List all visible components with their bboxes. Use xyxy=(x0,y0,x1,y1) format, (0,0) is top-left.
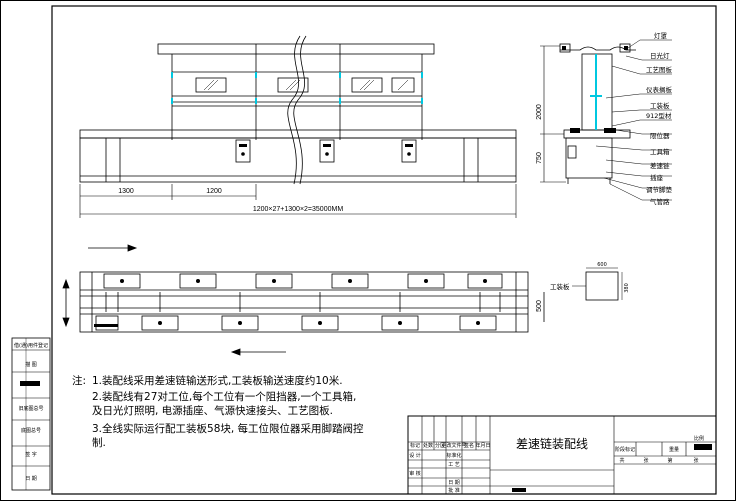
callout-socket: 插座 xyxy=(650,173,664,182)
callout-fluorescent: 日光灯 xyxy=(650,51,670,60)
front-dimensions xyxy=(79,184,517,218)
callout-instrument-shelf: 仪表搁板 xyxy=(646,85,673,94)
header-cell-0: 标记 xyxy=(410,442,420,449)
leader-lines xyxy=(595,39,672,201)
title-block-fills xyxy=(512,444,712,492)
workboard-detail xyxy=(572,267,623,301)
row-label-approve: 批 准 xyxy=(448,487,460,494)
row-label-design: 设 计 xyxy=(409,452,421,459)
callout-work-pallet: 工装板 xyxy=(650,101,670,110)
right-cell-stage: 阶段标记 xyxy=(615,446,635,453)
toolbox-handles xyxy=(239,144,413,156)
front-elevation xyxy=(79,43,517,183)
title-sheet-cells: 共 张 第 张 xyxy=(619,457,698,464)
dim-750: 750 xyxy=(536,152,543,164)
drawing-title: 差速链装配线 xyxy=(516,436,588,451)
strip-label-1: 描 图 xyxy=(25,361,37,368)
header-cell-2: 分区 xyxy=(435,442,445,449)
sheet-cell-1: 张 xyxy=(643,457,648,464)
workboard-height: 380 xyxy=(624,283,630,293)
row-label-standard: 标准化 xyxy=(446,452,461,459)
strip-label-2: 旧底图总号 xyxy=(18,405,43,412)
callout-toolbox: 工具箱 xyxy=(650,147,670,156)
right-cell-weight: 重量 xyxy=(669,446,679,453)
plan-view xyxy=(79,271,529,333)
dim-total: 1200×27+1300×2=35000MM xyxy=(253,206,343,213)
strip-label-0: 借(通)用件登记 xyxy=(14,342,48,349)
header-cell-3: 更改文件号 xyxy=(441,442,466,449)
dim-2000: 2000 xyxy=(536,104,543,120)
strip-label-5: 日 期 xyxy=(25,476,37,482)
left-margin-strip: 借(通)用件登记 描 图 旧底图总号 底图总号 签 字 日 期 xyxy=(11,337,51,491)
direction-arrows xyxy=(62,244,545,356)
strip-label-4: 签 字 xyxy=(25,451,37,458)
side-section xyxy=(559,43,636,184)
sheet-cell-0: 共 xyxy=(619,457,624,464)
sheet-cell-3: 张 xyxy=(693,457,698,464)
title-right-cells: 阶段标记 重量 比例 xyxy=(615,435,704,453)
side-fills xyxy=(562,46,628,133)
workboard-width: 600 xyxy=(597,262,607,268)
callout-lamp-cover: 灯罩 xyxy=(654,31,668,40)
callout-process-board: 工艺图板 xyxy=(646,65,673,74)
callout-labels: 灯罩 日光灯 工艺图板 仪表搁板 工装板 912型材 限位器 工具箱 差速链 插… xyxy=(646,31,673,206)
note-line-4: 3.全线实际运行配工装板58块, 每工位限位器采用脚踏阀控 xyxy=(92,422,364,435)
title-block xyxy=(407,415,717,495)
break-lines xyxy=(287,35,307,185)
dim-1200: 1200 xyxy=(206,188,222,195)
callout-chain: 差速链 xyxy=(650,161,670,170)
inner-frame xyxy=(51,5,717,495)
side-height-dims xyxy=(540,45,566,183)
notes: 注: 1.装配线采用差速链输送形式,工装板输送速度约10米. 2.装配线有27对… xyxy=(72,374,364,449)
notes-prefix: 注: xyxy=(72,374,86,387)
callout-profile: 912型材 xyxy=(646,111,672,120)
lamp-markers xyxy=(171,72,423,104)
row-label-process: 工 艺 xyxy=(448,462,460,468)
row-label-date: 日 期 xyxy=(448,480,460,486)
dim-plan-width: 500 xyxy=(536,300,543,312)
strip-label-3: 底图总号 xyxy=(21,427,41,434)
title-header-cells: 标记 处数 分区 更改文件号 签名 年月日 xyxy=(410,442,491,449)
sheet-cell-2: 第 xyxy=(667,457,672,464)
callout-leveling-foot: 调节脚垫 xyxy=(646,185,673,194)
header-cell-1: 处数 xyxy=(423,442,433,449)
dim-1300: 1300 xyxy=(118,188,134,195)
right-cell-scale: 比例 xyxy=(694,435,704,442)
row-label-review: 审 核 xyxy=(409,470,421,477)
side-cyan xyxy=(590,54,602,130)
header-cell-4: 签名 xyxy=(464,442,474,449)
note-line-5: 制. xyxy=(92,436,106,449)
workboard-label: 工装板 xyxy=(550,282,570,291)
callout-air-line: 气管路 xyxy=(650,197,670,206)
plan-bolts xyxy=(94,279,487,327)
note-line-2: 2.装配线有27对工位,每个工位有一个阻挡器,一个工具箱, xyxy=(92,390,356,403)
callout-stopper: 限位器 xyxy=(650,131,670,140)
note-line-3: 及日光灯照明, 电源插座、气源快速接头、工艺图板. xyxy=(92,404,333,417)
title-row-labels: 设 计 标准化 审 核 工 艺 日 期 批 准 xyxy=(409,452,461,494)
note-line-1: 1.装配线采用差速链输送形式,工装板输送速度约10米. xyxy=(92,374,343,387)
header-cell-5: 年月日 xyxy=(475,442,490,449)
